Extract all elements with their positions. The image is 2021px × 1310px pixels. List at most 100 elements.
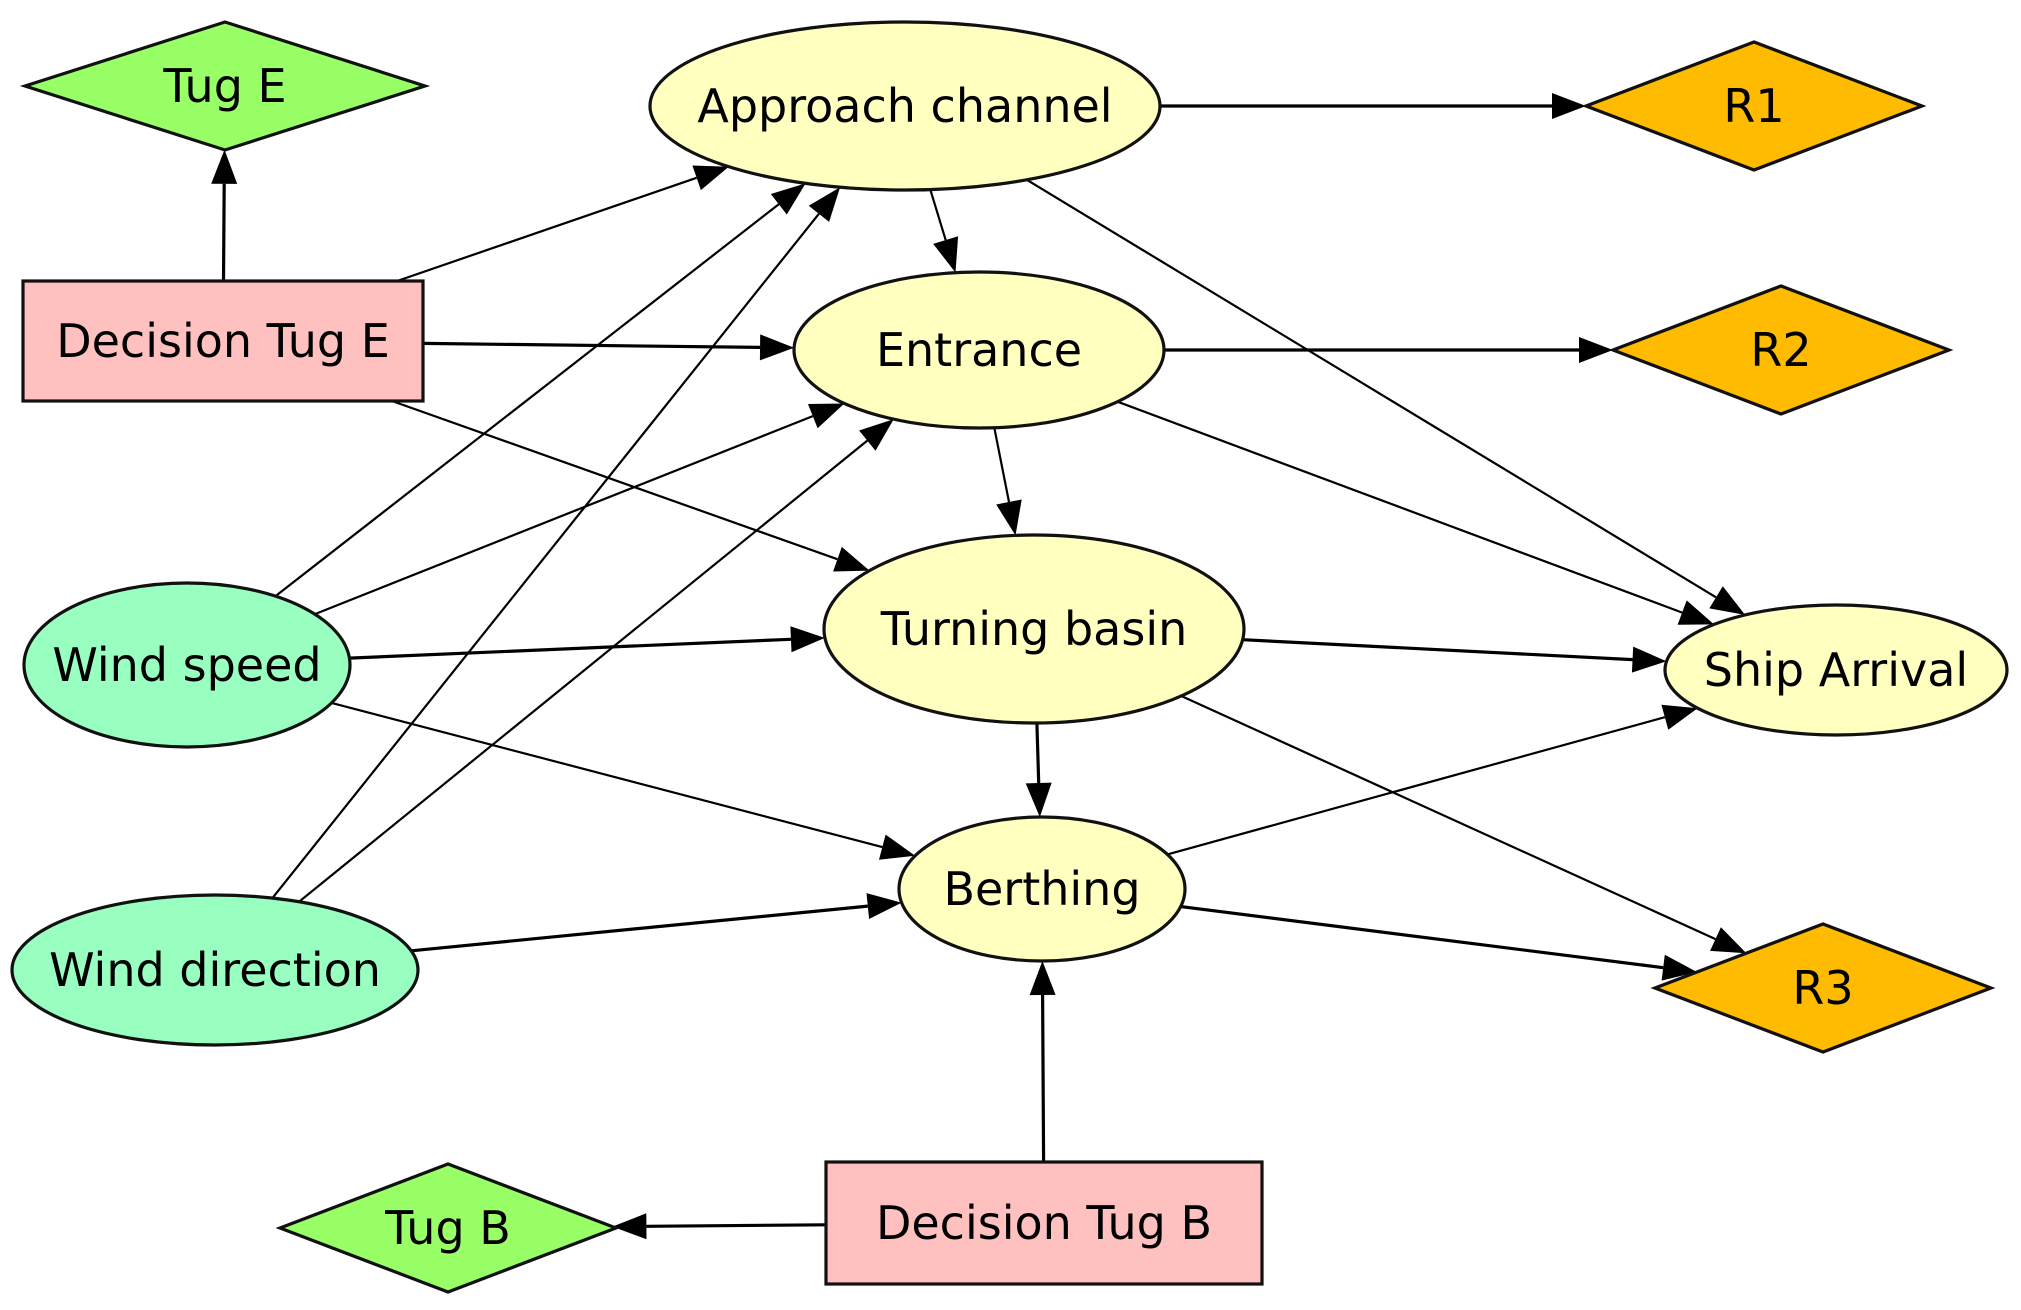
edge-line [221,183,226,282]
rect-shape [21,279,425,403]
node-label: R1 [1723,79,1784,133]
node-wind-direction[interactable]: Wind direction [10,893,420,1047]
edge-line [1035,722,1041,784]
nodes-layer: Tug E Decision Tug E Approach channel R1Ent… [10,20,2009,1294]
edge-line [1180,905,1664,970]
edge-line [646,1223,827,1228]
node-r2[interactable]: R2 [1608,284,1954,416]
node-ship-arrival[interactable]: Ship Arrival [1663,603,2009,737]
arrowhead-icon [996,499,1022,536]
arrowhead-icon [866,893,902,919]
arrowhead-icon [759,334,795,361]
edge-line [1117,400,1683,614]
edge-wind_speed-to-berthing [331,701,916,860]
edge-line [391,399,838,561]
edges-layer [211,93,1747,1240]
ellipse-shape [648,20,1162,192]
edge-line [396,176,697,283]
node-label: R2 [1750,323,1811,377]
edge-decision_tug_e-to-tug_e [211,149,238,282]
arrowhead-icon [790,626,825,653]
edge-line [1167,716,1666,856]
node-label: Approach channel [697,79,1112,133]
edge-berthing-to-ship_arrival [1167,704,1698,856]
arrowhead-icon [770,183,806,215]
arrowhead-icon [1029,961,1056,996]
node-label: Decision Tug E [56,314,390,368]
diamond-shape [1650,922,1996,1054]
edge-entrance-to-ship_arrival [1117,400,1714,625]
ellipse-shape [792,270,1166,430]
node-decision-tug-b[interactable]: Decision Tug B [824,1160,1264,1286]
edge-decision_tug_e-to-entrance [422,334,795,361]
node-wind-speed[interactable]: Wind speed [22,581,352,749]
edge-approach_channel-to-r1 [1160,93,1586,119]
edge-turning_basin-to-r3 [1180,694,1747,954]
edge-line [298,439,868,903]
node-r3[interactable]: R3 [1650,922,1996,1054]
node-label: Wind speed [52,638,321,692]
arrowhead-icon [933,236,959,273]
node-label: Decision Tug B [876,1196,1212,1250]
arrowhead-icon [211,149,238,184]
arrowhead-icon [1661,704,1698,730]
node-approach-channel[interactable]: Approach channel [648,20,1162,192]
diamond-shape [275,1162,621,1294]
edge-line [1242,638,1633,662]
node-tug-b[interactable]: Tug B [275,1162,621,1294]
edge-decision_tug_e-to-turning_basin [391,399,870,572]
edge-entrance-to-turning_basin [993,427,1022,536]
diamond-shape [1608,284,1954,416]
edge-line [411,904,868,953]
edge-line [422,341,761,349]
edge-line [349,637,792,660]
ellipse-shape [22,581,352,749]
node-label: Tug B [384,1201,511,1255]
edge-entrance-to-r2 [1164,337,1613,363]
edge-line [1180,694,1716,941]
edge-decision_tug_b-to-tug_b [612,1213,827,1240]
arrowhead-icon [1025,782,1052,817]
arrowhead-icon [1552,93,1586,119]
arrowhead-icon [833,546,870,572]
diamond-shape [19,20,431,152]
edge-wind_direction-to-entrance [298,419,894,903]
node-label: R3 [1792,961,1853,1015]
node-label: Tug E [162,59,286,113]
edge-line [1026,178,1717,599]
edge-line [993,427,1011,503]
arrowhead-icon [808,403,845,429]
edge-turning_basin-to-ship_arrival [1242,638,1667,673]
node-label: Turning basin [880,602,1188,656]
node-label: Berthing [943,862,1140,916]
arrowhead-icon [859,419,894,451]
edge-line [331,701,883,849]
node-r1[interactable]: R1 [1581,40,1927,172]
edge-approach_channel-to-entrance [929,189,959,273]
node-turning-basin[interactable]: Turning basin [822,533,1246,725]
node-entrance[interactable]: Entrance [792,270,1166,430]
edge-line [271,213,820,899]
arrowhead-icon [1631,646,1667,673]
ellipse-shape [822,533,1246,725]
arrowhead-icon [612,1213,647,1240]
ellipse-shape [10,893,420,1047]
edge-wind_speed-to-entrance [314,403,845,616]
edge-decision_tug_e-to-approach_channel [396,165,729,283]
arrowhead-icon [692,165,729,191]
arrowhead-icon [879,834,916,860]
rect-shape [824,1160,1264,1286]
node-label: Wind direction [49,943,381,997]
edge-line [314,415,814,616]
ellipse-shape [1663,603,2009,737]
node-decision-tug-e[interactable]: Decision Tug E [21,279,425,403]
edge-berthing-to-r3 [1180,905,1697,981]
node-label: Entrance [876,323,1082,377]
arrowhead-icon [1709,586,1746,615]
edge-line [929,189,947,241]
node-tug-e[interactable]: Tug E [19,20,431,152]
node-berthing[interactable]: Berthing [897,815,1187,963]
edge-decision_tug_b-to-berthing [1029,961,1056,1163]
edge-turning_basin-to-berthing [1025,722,1052,817]
